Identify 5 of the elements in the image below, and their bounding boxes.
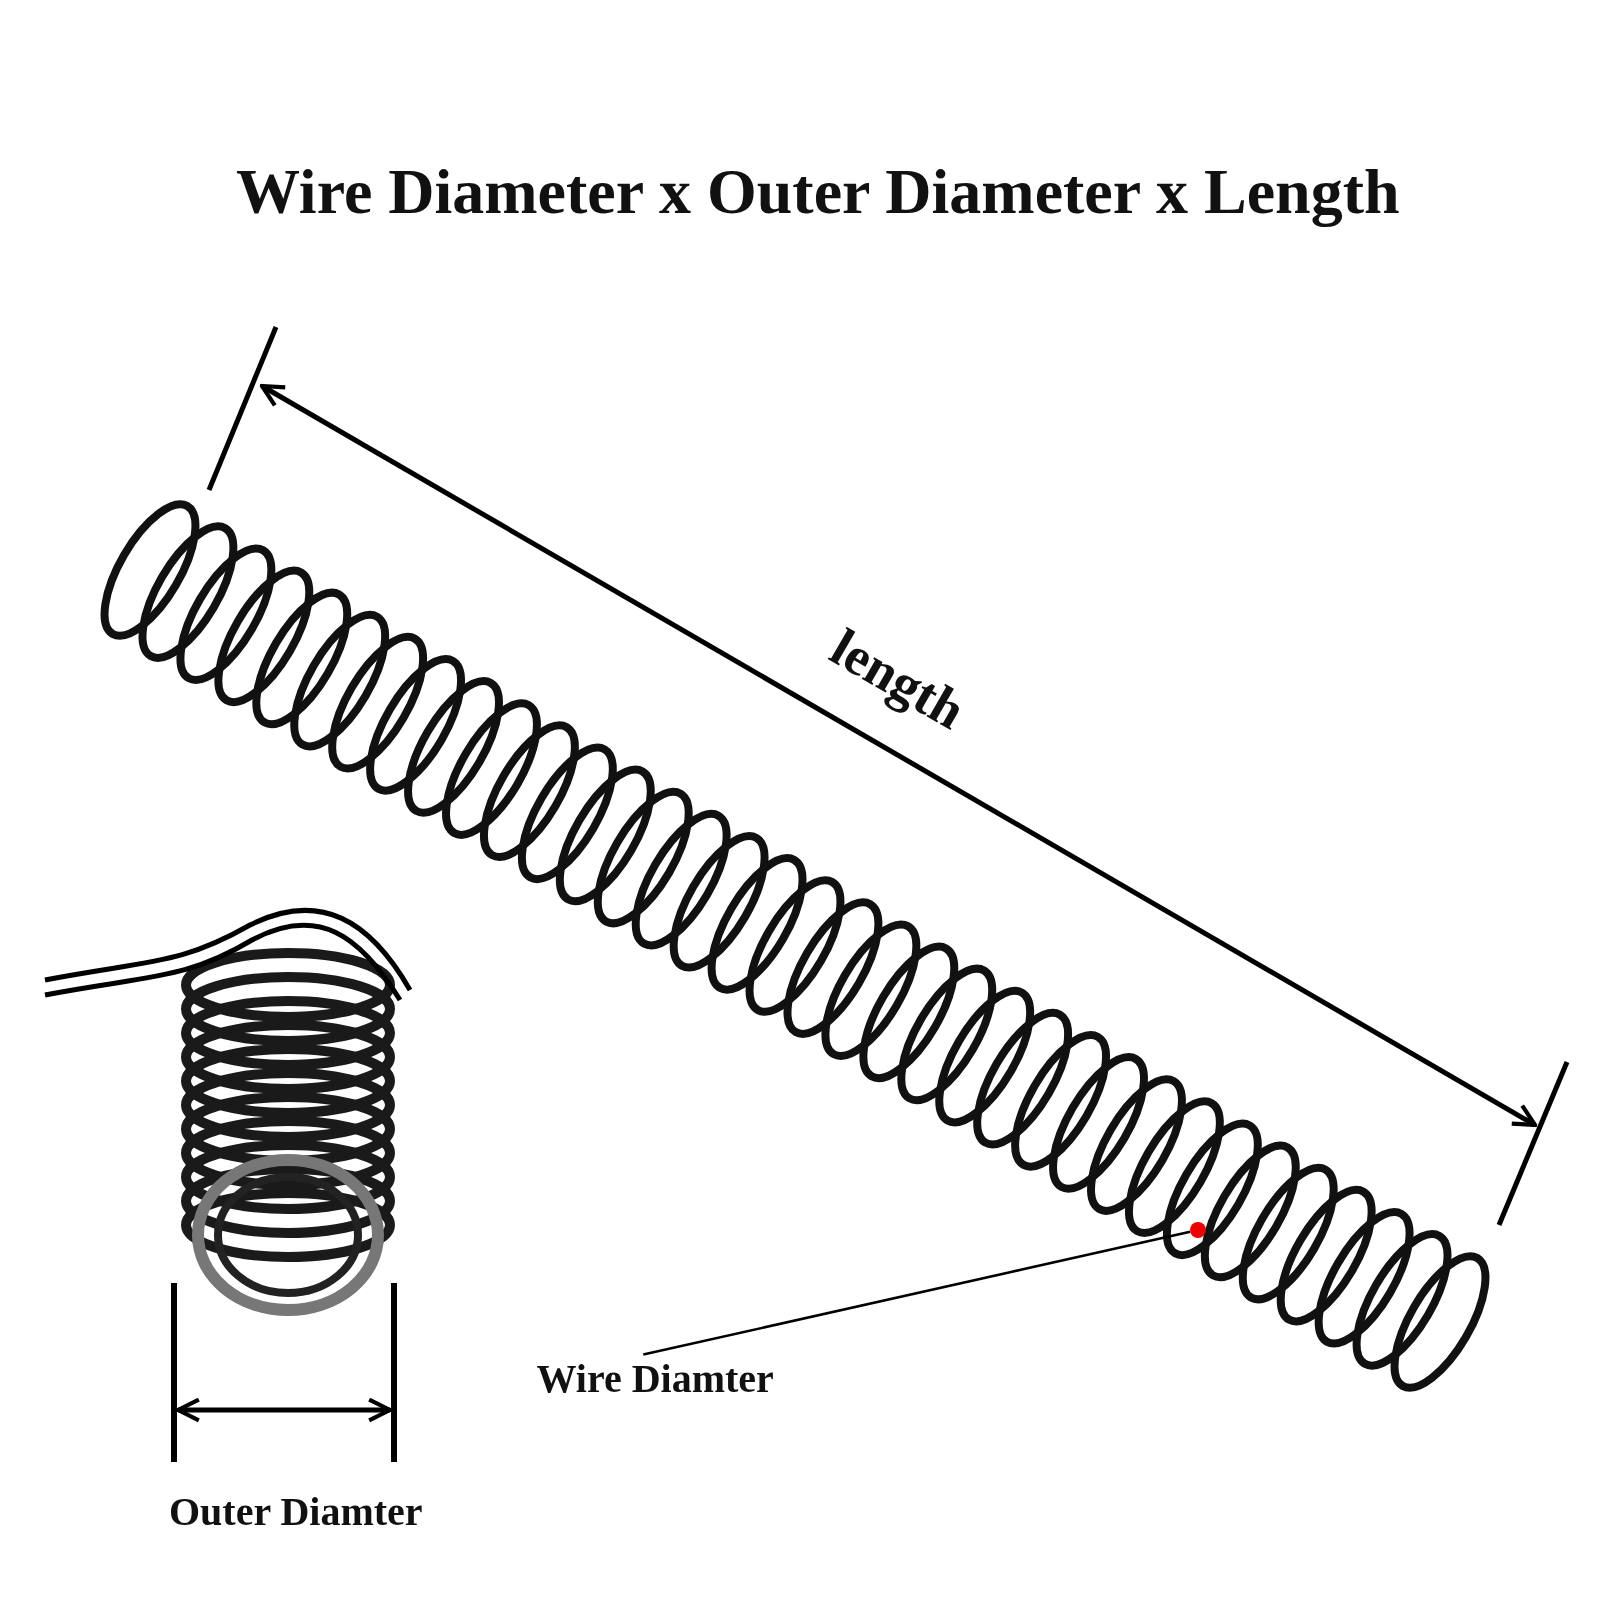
marker-dot <box>1190 1222 1206 1238</box>
callout-label: Wire Diamter <box>536 1354 774 1402</box>
dimension-label: Outer Diamter <box>169 1487 423 1535</box>
leader-line <box>643 1230 1191 1356</box>
title: Wire Diameter x Outer Diameter x Length <box>236 155 1400 229</box>
